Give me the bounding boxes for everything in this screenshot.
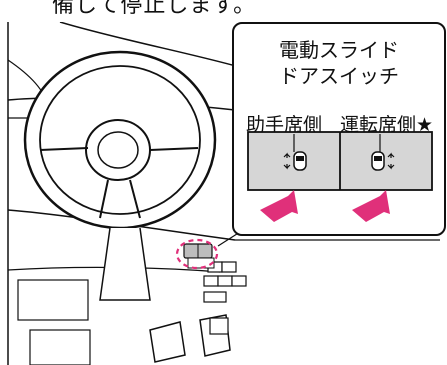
passenger-side-label: 助手席側 — [246, 114, 323, 136]
highlight-dashed-circle — [175, 238, 219, 270]
callout-title-line1: 電動スライド — [279, 38, 399, 62]
steering-wheel — [23, 50, 217, 230]
driver-side-label: 運転席側★ — [340, 114, 434, 136]
switch-panel-illustration — [247, 131, 433, 222]
top-text-line: 備して停止します。 — [52, 0, 257, 18]
door-switch-location — [175, 238, 219, 270]
driver-door-switch-icon — [371, 151, 395, 171]
callout-title-line2: ドアスイッチ — [279, 64, 399, 88]
press-arrow-left — [260, 190, 298, 222]
car-interior-illustration — [7, 22, 440, 365]
callout-box: 電動スライド ドアスイッチ 助手席側 運転席側★ — [232, 22, 446, 236]
press-arrow-right — [352, 190, 390, 222]
console-switch-cluster — [203, 261, 247, 335]
passenger-door-switch-icon — [283, 151, 307, 171]
